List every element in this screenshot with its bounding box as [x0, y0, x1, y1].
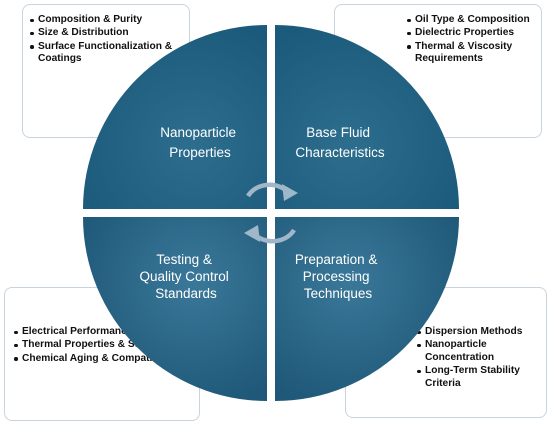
quadrant-label-line: Testing &: [156, 252, 212, 267]
quadrant-label-line: Quality Control: [139, 269, 228, 284]
bottom-left-detail-list: Electrical Performance Thermal Propertie…: [13, 326, 193, 365]
quadrant-label-line: Nanoparticle: [160, 125, 236, 140]
quadrant-testing-quality-control: [83, 217, 267, 401]
quadrant-nanoparticle-properties: [83, 25, 267, 209]
top-right-detail-list: Oil Type & Composition Dielectric Proper…: [406, 14, 535, 66]
quadrant-preparation-processing: [275, 217, 459, 401]
quadrant-label-line: Base Fluid: [306, 125, 370, 140]
list-item: Dielectric Properties: [406, 27, 535, 39]
quadrant-label-line: Properties: [169, 145, 231, 160]
list-item: Thermal & Viscosity Requirements: [406, 41, 535, 66]
quadrant-label-top-right: Base Fluid Characteristics: [295, 125, 385, 160]
bottom-right-detail-list: Dispersion Methods Nanoparticle Concentr…: [416, 326, 540, 390]
quadrant-label-bottom-right: Preparation & Processing Techniques: [295, 252, 381, 301]
list-item: Nanoparticle Concentration: [416, 339, 540, 364]
list-item: Thermal Properties & Stability: [13, 339, 193, 351]
list-item: Electrical Performance: [13, 326, 193, 338]
quadrant-label-line: Characteristics: [295, 145, 385, 160]
quadrant-label-line: Techniques: [304, 286, 373, 301]
quadrant-base-fluid-characteristics: [275, 25, 459, 209]
top-right-detail-box: Oil Type & Composition Dielectric Proper…: [334, 4, 542, 138]
list-item: Dispersion Methods: [416, 326, 540, 338]
quadrant-label-bottom-left: Testing & Quality Control Standards: [139, 252, 232, 301]
quadrant-label-top-left: Nanoparticle Properties: [160, 125, 240, 160]
list-item: Size & Distribution: [29, 27, 183, 39]
list-item: Surface Functionalization & Coatings: [29, 41, 183, 66]
top-left-detail-list: Composition & Purity Size & Distribution…: [29, 14, 183, 66]
circular-arrows-icon: [244, 182, 298, 244]
quadrant-label-line: Processing: [303, 269, 370, 284]
list-item: Long-Term Stability Criteria: [416, 365, 540, 390]
quadrant-label-line: Standards: [155, 286, 217, 301]
list-item: Chemical Aging & Compatibility: [13, 353, 193, 365]
quadrant-label-line: Preparation &: [295, 252, 378, 267]
list-item: Oil Type & Composition: [406, 14, 535, 26]
list-item: Composition & Purity: [29, 14, 183, 26]
